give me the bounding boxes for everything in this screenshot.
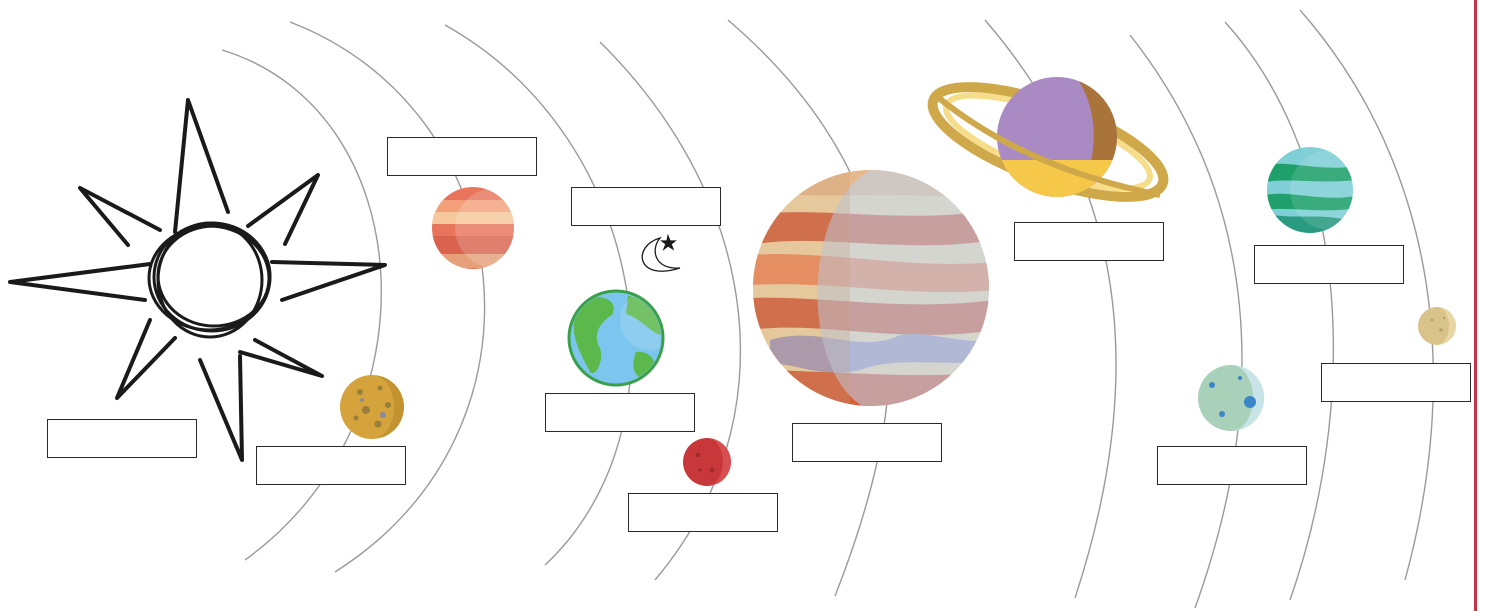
moon <box>642 236 680 271</box>
page-edge-line <box>1474 0 1477 611</box>
venus <box>430 185 535 275</box>
label-box-pluto[interactable] <box>1321 363 1471 402</box>
mars <box>683 438 731 486</box>
pluto <box>1418 307 1456 345</box>
label-box-neptune[interactable] <box>1254 245 1404 284</box>
sun-core <box>149 223 270 337</box>
orbit-pluto <box>1300 10 1433 580</box>
label-box-uranus[interactable] <box>1157 446 1307 485</box>
label-box-moon[interactable] <box>571 187 721 226</box>
orbit-venus <box>290 22 485 572</box>
label-box-saturn[interactable] <box>1014 222 1164 261</box>
earth <box>569 290 680 385</box>
orbit-uranus <box>1130 35 1242 608</box>
label-box-mars[interactable] <box>628 493 778 532</box>
orbit-neptune <box>1225 22 1333 600</box>
sun <box>10 100 385 460</box>
saturn <box>920 65 1175 220</box>
label-box-jupiter[interactable] <box>792 423 942 462</box>
label-box-earth[interactable] <box>545 393 695 432</box>
mercury <box>340 375 404 439</box>
label-box-venus[interactable] <box>387 137 537 176</box>
label-box-sun[interactable] <box>47 419 197 458</box>
label-box-mercury[interactable] <box>256 446 406 485</box>
neptune <box>1265 145 1370 235</box>
jupiter <box>750 168 995 413</box>
sun-rays <box>10 100 385 460</box>
uranus <box>1198 365 1264 431</box>
